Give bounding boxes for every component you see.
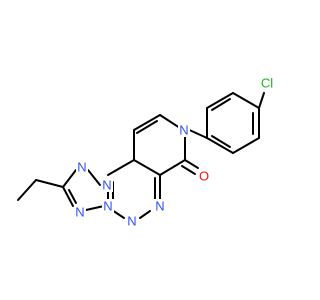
atom-n-triazole-bottom: N	[74, 205, 86, 220]
atom-cl: Cl	[258, 76, 276, 91]
atom-n-triazine-3: N	[102, 199, 114, 214]
ethyl-bond-2	[17, 179, 37, 201]
atom-n-triazine-1: N	[154, 199, 166, 214]
atom-label-cl: Cl	[261, 76, 273, 91]
atom-n-bridgehead: N	[101, 178, 113, 193]
atom-label-n2: N	[155, 199, 164, 214]
c-cl-bond	[258, 92, 265, 109]
atom-label-o: O	[199, 169, 209, 184]
triazole-ring	[62, 169, 105, 211]
atom-label-n6: N	[75, 205, 84, 220]
atom-label-n3: N	[127, 214, 136, 229]
atom-label-n1: N	[179, 123, 188, 138]
molecule-svg: Cl O N N N N N N N	[17, 75, 276, 229]
carbonyl-bond-1	[184, 159, 199, 169]
carbonyl-bond-2	[181, 165, 196, 175]
atom-label-n5: N	[77, 160, 86, 175]
atom-n-triazole-top: N	[76, 160, 88, 175]
ethyl-bond-1	[35, 179, 64, 188]
pyridinone-ring	[133, 114, 186, 176]
atom-label-n7: N	[103, 199, 112, 214]
chlorophenyl-ring	[206, 92, 260, 154]
atom-label-n4: N	[102, 178, 111, 193]
atom-o: O	[198, 169, 210, 184]
triazine-ring	[107, 159, 161, 219]
atom-n-pyridinone: N	[178, 123, 190, 138]
atom-n-triazine-2: N	[126, 214, 138, 229]
structure-diagram: Cl O N N N N N N N	[17, 75, 276, 229]
